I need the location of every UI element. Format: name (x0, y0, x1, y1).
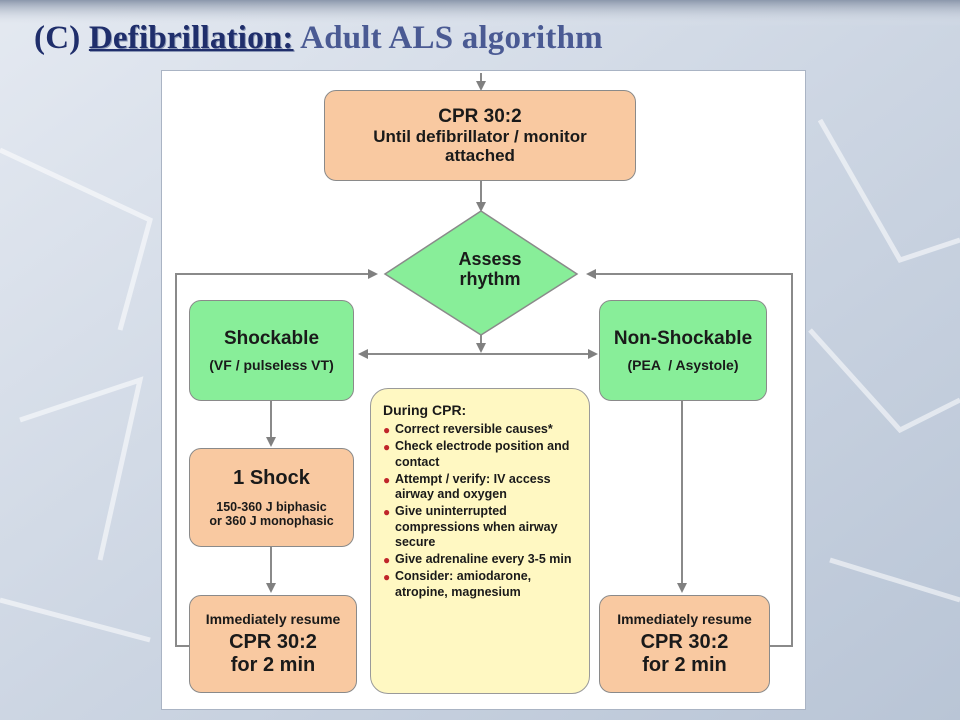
cpr-start-line1: CPR 30:2 (438, 105, 522, 127)
bullet-icon: ● (383, 505, 391, 520)
shock-title: 1 Shock (233, 467, 310, 490)
loop-left (175, 269, 378, 647)
resume-right-line2: CPR 30:2 (640, 631, 729, 654)
non-shockable-box: Non-Shockable (PEA / Asystole) (599, 300, 767, 401)
title-prefix: (C) (34, 20, 81, 56)
non-shockable-title: Non-Shockable (613, 327, 753, 349)
resume-left-line1: Immediately resume (205, 610, 341, 627)
shock-line3: or 360 J monophasic (209, 513, 334, 528)
shock-box: 1 Shock 150-360 J biphasic or 360 J mono… (189, 448, 354, 547)
slide-title: (C) Defibrillation: Adult ALS algorithm (34, 20, 603, 57)
shockable-box: Shockable (VF / pulseless VT) (189, 300, 354, 401)
loop-right (586, 269, 793, 647)
title-main: Defibrillation: (88, 20, 294, 56)
bullet-icon: ● (383, 440, 391, 455)
bullet-icon: ● (383, 472, 391, 487)
during-cpr-item-text: Consider: amiodarone, atropine, magnesiu… (395, 569, 532, 599)
during-cpr-heading: During CPR: (383, 402, 467, 418)
during-cpr-item: ● Attempt / verify: IV access airway and … (383, 472, 581, 503)
shock-line2: 150-360 J biphasic (216, 499, 327, 514)
title-subtitle: Adult ALS algorithm (300, 20, 603, 56)
during-cpr-item: ● Check electrode position and contact (383, 439, 581, 470)
bullet-icon: ● (383, 570, 391, 585)
during-cpr-item: ● Give adrenaline every 3-5 min (383, 552, 581, 567)
shockable-title: Shockable (223, 327, 320, 349)
during-cpr-item-text: Give adrenaline every 3-5 min (395, 552, 572, 566)
during-cpr-box: During CPR: ● Correct reversible causes* … (370, 388, 590, 694)
during-cpr-item-text: Check electrode position and contact (395, 439, 570, 469)
resume-right-line1: Immediately resume (617, 610, 752, 627)
non-shockable-subtitle: (PEA / Asystole) (627, 356, 739, 373)
during-cpr-item: ● Give uninterrupted compressions when ai… (383, 504, 581, 550)
flowchart-connectors (175, 73, 793, 647)
cpr-start-line2: Until defibrillator / monitor (373, 127, 587, 147)
during-cpr-list: ● Correct reversible causes* ● Check elect… (383, 422, 581, 600)
assess-rhythm-diamond (383, 210, 579, 336)
during-cpr-item-text: Correct reversible causes* (395, 422, 553, 436)
shockable-subtitle: (VF / pulseless VT) (209, 356, 334, 373)
resume-left-line3: for 2 min (230, 653, 316, 676)
assess-line2: rhythm (459, 269, 521, 290)
assess-rhythm-label: Assess rhythm (450, 249, 530, 289)
cpr-start-box: CPR 30:2 Until defibrillator / monitor a… (324, 90, 636, 181)
during-cpr-item-text: Attempt / verify: IV access airway and o… (395, 471, 551, 501)
flowchart-panel: CPR 30:2 Until defibrillator / monitor a… (161, 70, 806, 710)
cpr-start-line3: attached (445, 146, 515, 166)
resume-cpr-right-box: Immediately resume CPR 30:2 for 2 min (599, 595, 770, 693)
during-cpr-item-text: Give uninterrupted compressions when air… (395, 504, 558, 549)
bullet-icon: ● (383, 423, 391, 437)
assess-line1: Assess (458, 249, 522, 269)
during-cpr-item: ● Correct reversible causes* (383, 422, 581, 437)
resume-right-line3: for 2 min (642, 653, 727, 676)
bullet-icon: ● (383, 553, 391, 567)
resume-left-line2: CPR 30:2 (229, 631, 317, 654)
during-cpr-item: ● Consider: amiodarone, atropine, magnesi… (383, 569, 581, 600)
resume-cpr-left-box: Immediately resume CPR 30:2 for 2 min (189, 595, 357, 693)
